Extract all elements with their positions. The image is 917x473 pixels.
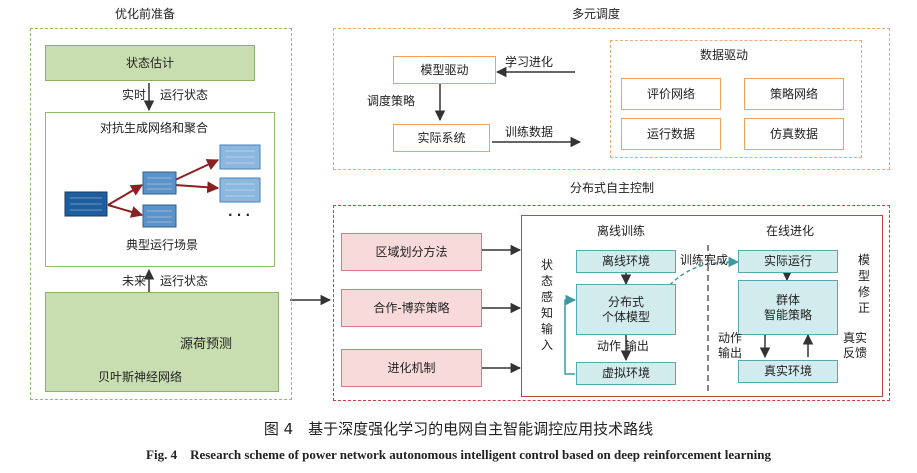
run-state-label-1: 运行状态 [160, 88, 209, 102]
run-state-label-2: 运行状态 [160, 274, 209, 288]
caption-cn: 图 4 基于深度强化学习的电网自主智能调控应用技术路线 [263, 420, 654, 438]
load-forecast-label: 源荷预测 [180, 337, 233, 352]
data-driven-title: 数据驱动 [700, 48, 749, 62]
swarm-policy-box: 群体 智能策略 [738, 280, 838, 335]
model-driven-box: 模型驱动 [393, 56, 496, 84]
real-feedback-label: 真实 反馈 [843, 331, 868, 360]
policy-network-box: 策略网络 [744, 78, 844, 110]
training-data-label: 训练数据 [505, 125, 554, 139]
dispatch-strategy-label: 调度策略 [367, 94, 416, 108]
more-dots: · · · [228, 208, 251, 222]
state-perception-input-label: 状态感知输入 [540, 258, 553, 352]
control-core-box [521, 215, 883, 397]
gan-network-graphic [64, 144, 261, 228]
actual-system-box: 实际系统 [393, 124, 490, 152]
dist-panel [333, 205, 890, 401]
distributed-model-box: 分布式 个体模型 [576, 284, 676, 335]
action-output-label-2: 动作 输出 [718, 331, 743, 360]
real-env-box: 真实环境 [738, 360, 838, 383]
gan-box [45, 112, 275, 267]
eval-network-box: 评价网络 [621, 78, 721, 110]
learning-evolution-label: 学习进化 [505, 55, 554, 69]
virtual-env-box: 虚拟环境 [576, 362, 676, 385]
state-estimation-box: 状态估计 [45, 45, 255, 81]
action-output-label-1: 动作 输出 [597, 339, 649, 353]
actual-operation-box: 实际运行 [738, 250, 838, 273]
data-driven-panel [610, 40, 862, 158]
prep-panel [30, 28, 292, 400]
typical-scenes-label: 典型运行场景 [126, 238, 199, 252]
dist-title: 分布式自主控制 [570, 181, 655, 195]
future-label: 未来 [122, 274, 147, 288]
realtime-label: 实时 [122, 88, 147, 102]
bayes-net-label: 贝叶斯神经网络 [98, 370, 183, 384]
region-partition-box: 区域划分方法 [341, 233, 482, 271]
evolution-mech-box: 进化机制 [341, 349, 482, 387]
multi-panel [333, 28, 890, 170]
load-forecast-box [45, 292, 279, 392]
model-correction-label: 模型修正 [857, 253, 870, 315]
multi-title: 多元调度 [572, 7, 621, 21]
offline-training-label: 离线训练 [597, 224, 646, 238]
coop-game-box: 合作-博弈策略 [341, 289, 482, 327]
gan-title: 对抗生成网络和聚合 [100, 121, 209, 135]
offline-env-box: 离线环境 [576, 250, 676, 273]
simulation-data-box: 仿真数据 [744, 118, 844, 150]
online-evolution-label: 在线进化 [766, 224, 815, 238]
prep-title: 优化前准备 [115, 7, 176, 21]
operation-data-box: 运行数据 [621, 118, 721, 150]
caption-en: Fig. 4 Research scheme of power network … [146, 447, 771, 462]
train-complete-label: 训练完成 [680, 253, 729, 267]
